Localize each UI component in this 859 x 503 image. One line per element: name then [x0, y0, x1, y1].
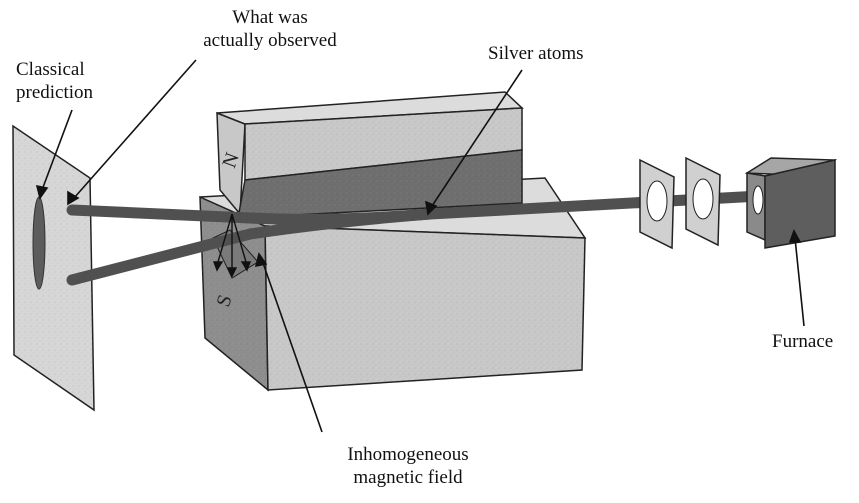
silver-atoms-label: Silver atoms — [488, 43, 584, 64]
collimating-slit-1 — [639, 158, 675, 250]
inhomogeneous-field-label: Inhomogeneous magnetic field — [308, 443, 508, 489]
observed-line-1: What was — [232, 7, 308, 28]
classical-prediction-line-1: Classical — [16, 59, 85, 80]
collimating-slit-2 — [685, 156, 721, 247]
classical-prediction-line-2: prediction — [16, 82, 94, 103]
silver-atom-beams — [66, 190, 766, 286]
observed-label: What was actually observed — [170, 6, 370, 52]
field-line-2: magnetic field — [353, 467, 463, 488]
classical-prediction-label: Classical prediction — [16, 58, 93, 104]
pointer-field — [261, 259, 323, 433]
field-line-1: Inhomogeneous — [347, 444, 469, 465]
field-arrows — [212, 213, 252, 278]
furnace-box — [744, 157, 838, 249]
observed-line-2: actually observed — [203, 30, 337, 51]
classical-prediction-smear — [32, 196, 46, 290]
pointer-silver-atoms — [431, 69, 523, 207]
pointer-observed — [73, 59, 197, 199]
furnace-label: Furnace — [772, 331, 834, 352]
north-pole-label: N — [218, 150, 244, 171]
pointer-lines — [35, 59, 805, 433]
pointer-furnace — [794, 237, 805, 327]
north-pole-magnet — [216, 91, 524, 219]
detector-screen — [12, 124, 95, 412]
pointer-classical — [41, 109, 73, 191]
